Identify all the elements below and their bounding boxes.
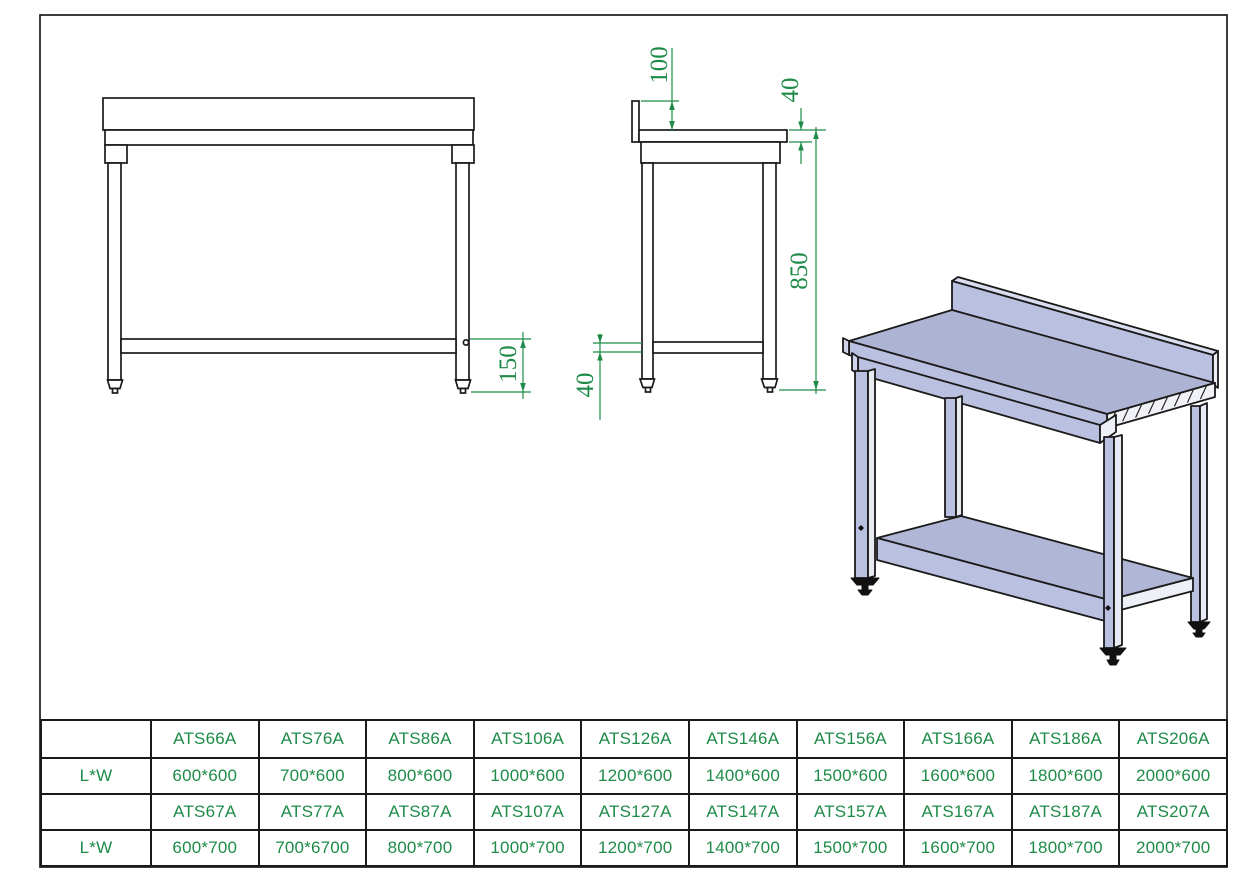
spec-cell: 1800*600 [1010, 757, 1119, 793]
iso-front-right-leg-side [1113, 434, 1123, 649]
spec-cell: 600*700 [150, 829, 258, 865]
dim-label-100: 100 [646, 46, 673, 84]
spec-cell: ATS186A [1010, 721, 1119, 757]
iso-front-left-leg-side [867, 368, 876, 579]
spec-cell: 1800*700 [1010, 829, 1119, 865]
spec-cell: ATS66A [150, 721, 258, 757]
spec-cell: 2000*600 [1118, 757, 1226, 793]
spec-cell: ATS147A [687, 793, 796, 829]
dimension-150: 150 [470, 332, 531, 399]
dim-label-850: 850 [786, 252, 813, 290]
spec-cell: 1200*600 [580, 757, 688, 793]
spec-cell: 1600*700 [903, 829, 1011, 865]
iso-hole-mark-left [858, 525, 864, 531]
iso-hole-mark-right [1105, 605, 1111, 611]
iso-apron-right-cap [1099, 414, 1117, 444]
spec-cell: 1500*700 [795, 829, 904, 865]
dimension-100: 100 [641, 46, 679, 130]
spec-cell: 600*600 [150, 757, 258, 793]
isometric-view [842, 276, 1219, 666]
iso-feet [850, 577, 1211, 666]
side-backsplash [631, 100, 640, 143]
spec-cell: ATS206A [1118, 721, 1226, 757]
spec-cell: ATS67A [150, 793, 258, 829]
spec-cell: 1600*600 [903, 757, 1011, 793]
side-apron [640, 141, 781, 164]
spec-cell: 1000*600 [472, 757, 581, 793]
side-right-foot-nub [766, 386, 774, 393]
spec-cell: ATS106A [472, 721, 581, 757]
dimension-annotations: 150 100 40 850 [470, 46, 826, 420]
front-left-gusset [104, 144, 128, 164]
spec-cell: ATS126A [580, 721, 688, 757]
iso-backsplash-end [1212, 350, 1219, 389]
spec-cell: 1200*700 [580, 829, 688, 865]
outer-frame [39, 14, 1228, 868]
side-right-leg [762, 162, 777, 380]
side-view [631, 100, 788, 393]
spec-cell: 2000*700 [1118, 829, 1226, 865]
front-worktop-edge [104, 129, 474, 146]
spec-cell: ATS76A [257, 721, 366, 757]
spec-cell: ATS157A [795, 793, 904, 829]
side-worktop [638, 129, 788, 143]
front-left-leg [107, 162, 122, 381]
spec-cell: ATS207A [1118, 793, 1226, 829]
spec-cell [42, 721, 150, 757]
spec-cell: 1500*600 [795, 757, 904, 793]
side-shelf-rail [652, 341, 764, 354]
spec-cell: ATS167A [903, 793, 1011, 829]
front-worktop [102, 97, 475, 131]
front-right-leg [455, 162, 470, 381]
iso-front-left-leg [854, 370, 869, 579]
spec-cell: 800*700 [365, 829, 473, 865]
front-left-foot [106, 379, 124, 390]
spec-cell: ATS77A [257, 793, 366, 829]
spec-cell: 700*6700 [257, 829, 366, 865]
front-view [102, 97, 475, 394]
spec-cell: 800*600 [365, 757, 473, 793]
front-left-foot-nub [111, 387, 119, 394]
spec-cell: ATS107A [472, 793, 581, 829]
side-left-foot [638, 378, 656, 389]
spec-cell: 1400*600 [687, 757, 796, 793]
side-left-foot-nub [644, 386, 652, 393]
dim-label-40-bottom: 40 [572, 373, 599, 398]
spec-cell: 700*600 [257, 757, 366, 793]
dim-label-40-top: 40 [777, 78, 804, 103]
iso-worktop-left-cap [842, 337, 850, 356]
spec-cell: ATS146A [687, 721, 796, 757]
spec-cell: ATS156A [795, 721, 904, 757]
spec-cell: ATS87A [365, 793, 473, 829]
spec-row-label: L*W [42, 829, 150, 865]
front-shelf-rail [120, 338, 457, 354]
spec-cell: ATS127A [580, 793, 688, 829]
spec-row-label: L*W [42, 757, 150, 793]
side-left-leg [641, 162, 654, 380]
front-right-foot-nub [459, 387, 467, 394]
spec-cell: 1400*700 [687, 829, 796, 865]
iso-back-left-leg-side [955, 395, 963, 518]
front-right-foot [454, 379, 472, 390]
iso-front-right-leg [1103, 436, 1115, 649]
dim-label-150: 150 [495, 345, 522, 383]
dimension-40-bottom: 40 [572, 334, 642, 420]
dimension-40-top: 40 [777, 78, 826, 164]
spec-table: ATS66A ATS76A ATS86A ATS106A ATS126A ATS… [40, 719, 1228, 867]
spec-cell [42, 793, 150, 829]
spec-cell: ATS166A [903, 721, 1011, 757]
spec-cell: ATS86A [365, 721, 473, 757]
spec-cell: 1000*700 [472, 829, 581, 865]
spec-cell: ATS187A [1010, 793, 1119, 829]
front-bolt-hole [462, 339, 470, 346]
iso-back-right-leg-side [1199, 402, 1208, 623]
front-right-gusset [451, 144, 475, 164]
iso-back-left-leg [944, 397, 957, 518]
side-right-foot [760, 378, 779, 389]
dimension-850: 850 [779, 127, 826, 394]
